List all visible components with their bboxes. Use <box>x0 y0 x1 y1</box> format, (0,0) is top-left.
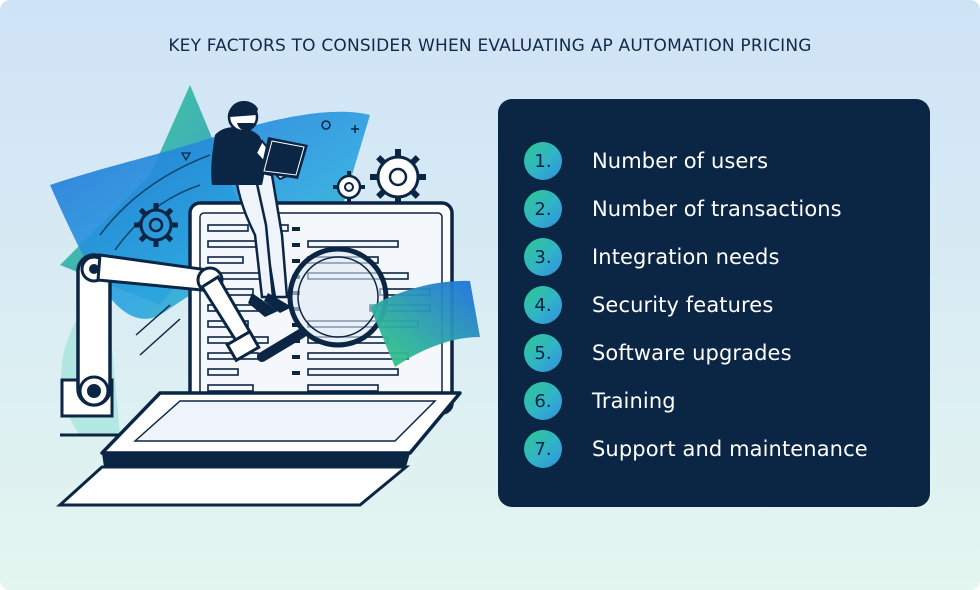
shape-flag <box>370 280 480 367</box>
factor-label: Training <box>592 389 676 413</box>
factor-label: Number of transactions <box>592 197 842 221</box>
number-badge: 7. <box>524 430 562 468</box>
person-icon <box>211 100 308 317</box>
gear-icon <box>333 171 365 203</box>
list-item: 4. Security features <box>524 281 868 329</box>
number-badge: 3. <box>524 238 562 276</box>
factor-label: Support and maintenance <box>592 437 868 461</box>
number-badge: 6. <box>524 382 562 420</box>
robot-arm-icon <box>60 253 261 437</box>
factors-list: 1. Number of users 2. Number of transaction… <box>524 137 868 473</box>
list-item: 3. Integration needs <box>524 233 868 281</box>
gear-icon <box>370 149 426 205</box>
laptop-icon <box>56 391 462 507</box>
page-title: KEY FACTORS TO CONSIDER WHEN EVALUATING … <box>168 36 812 56</box>
factors-panel: 1. Number of users 2. Number of transaction… <box>498 99 930 507</box>
list-item: 5. Software upgrades <box>524 329 868 377</box>
magnifier-icon <box>257 246 389 362</box>
factor-label: Software upgrades <box>592 341 792 365</box>
gear-icon <box>134 203 178 247</box>
factor-label: Security features <box>592 293 774 317</box>
number-badge: 2. <box>524 190 562 228</box>
list-item: 7. Support and maintenance <box>524 425 868 473</box>
number-badge: 4. <box>524 286 562 324</box>
list-item: 1. Number of users <box>524 137 868 185</box>
number-badge: 1. <box>524 142 562 180</box>
factor-label: Integration needs <box>592 245 780 269</box>
list-item: 2. Number of transactions <box>524 185 868 233</box>
automation-illustration <box>50 85 480 507</box>
factor-label: Number of users <box>592 149 769 173</box>
list-item: 6. Training <box>524 377 868 425</box>
number-badge: 5. <box>524 334 562 372</box>
